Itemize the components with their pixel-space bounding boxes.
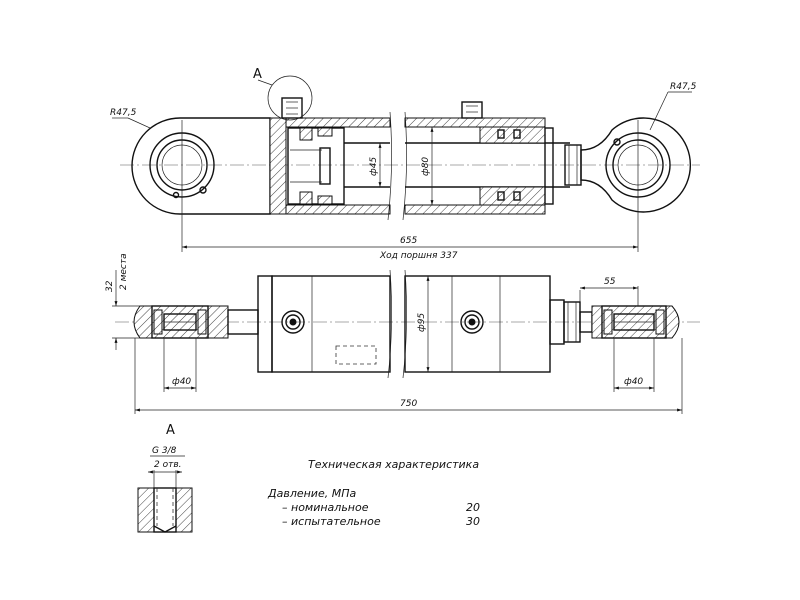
radius-right-label: R47,5 (670, 82, 697, 92)
body-diameter-label: ф95 (417, 313, 427, 332)
cylinder-bottom (269, 117, 287, 215)
hole-count-label: 2 отв. (154, 460, 182, 470)
spec-row-value: 30 (466, 515, 480, 528)
top-view-section: R47,5 R47,5 А ф45 ф80 655 Ход поршня 337 (110, 67, 700, 261)
nameplate (335, 345, 377, 365)
break-line-1 (387, 111, 392, 221)
thread-label: G 3/8 (152, 446, 177, 456)
right-eye-outline (580, 117, 692, 213)
cylinder-body (271, 275, 391, 373)
specs-title: Техническая характеристика (308, 458, 479, 471)
port-b-front (460, 310, 484, 334)
places-label: 2 места (119, 253, 129, 290)
gland-bottom (479, 186, 546, 206)
dim-55-label: 55 (604, 277, 616, 287)
length-655-label: 655 (400, 236, 417, 246)
technical-specs: Техническая характеристика Давление, МПа… (267, 458, 480, 528)
detail-a-title: А (166, 423, 175, 438)
port-a-top (281, 97, 303, 119)
piston (287, 127, 345, 205)
grease-nipple-left (199, 186, 207, 194)
left-bearing (151, 305, 209, 339)
tube-wall-bottom (285, 204, 391, 215)
detail-a-circle (267, 75, 313, 121)
front-view: ф95 32 2 места 55 ф40 ф40 750 (105, 253, 700, 414)
bottom-flange (257, 275, 273, 373)
port-b-top (461, 101, 483, 119)
detail-a: А G 3/8 2 отв. (137, 423, 193, 533)
stroke-label: Ход поршня 337 (379, 251, 458, 261)
dim-32-label: 32 (105, 280, 115, 292)
spec-row-label: – испытательное (282, 515, 381, 528)
detail-a-label: А (253, 67, 262, 82)
overall-length-label: 750 (400, 399, 417, 409)
pressure-header: Давление, МПа (267, 487, 356, 500)
left-eye-outline (131, 117, 271, 215)
rod-diameter-label: ф45 (369, 157, 379, 176)
bore-diameter-label: ф80 (421, 157, 431, 176)
pin-left-dia-label: ф40 (172, 377, 191, 387)
gland-top (479, 126, 546, 144)
tube-wall-top (285, 117, 391, 128)
spec-row-label: – номинальное (282, 501, 369, 514)
pin-right-dia-label: ф40 (624, 377, 643, 387)
port-a-front (281, 310, 305, 334)
radius-left-label: R47,5 (110, 108, 137, 118)
break-line-2 (402, 111, 407, 221)
spec-row-value: 20 (466, 501, 480, 514)
